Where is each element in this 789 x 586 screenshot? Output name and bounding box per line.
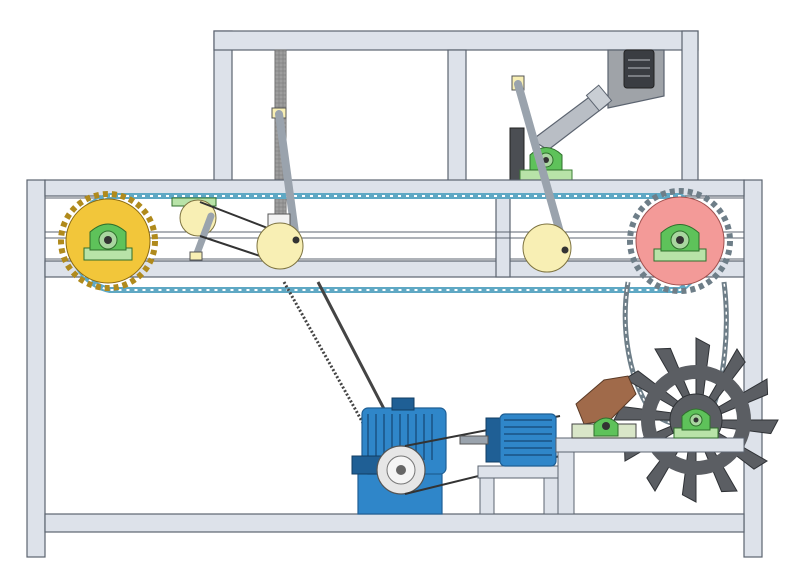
reducer-drive-chain (282, 281, 398, 433)
feed-bearing-left-hub (602, 422, 610, 430)
reducer-chain-right (316, 281, 398, 433)
right-sprocket-bearing (653, 224, 707, 262)
reducer-chain-left (282, 281, 370, 433)
frame-center-post (495, 195, 511, 278)
feed-hopper (530, 49, 665, 151)
cutter-rim (641, 365, 751, 475)
left-sprocket-teeth (58, 191, 158, 291)
frame-left-leg (26, 179, 46, 558)
motor-stand-leg-right (543, 477, 559, 515)
gantry-left-post (213, 30, 233, 182)
crank-disc-center (256, 107, 304, 270)
electric-motor (459, 413, 561, 515)
motor-stand-leg-left (479, 477, 495, 515)
motor-fins (504, 419, 552, 456)
reducer-top-cap (391, 397, 415, 411)
right-sprocket-teeth (627, 188, 733, 294)
crank-belt-upper (199, 201, 279, 233)
crank-right-disc (522, 223, 572, 273)
feed-pipe-flange (585, 84, 613, 112)
left-sprocket-bearing (83, 223, 133, 261)
cutter-table (555, 375, 745, 515)
gantry-top-beam (213, 30, 699, 51)
reducer-pulley-hub (396, 465, 406, 475)
gantry-right-post (681, 30, 699, 182)
crank-center-disc (256, 222, 304, 270)
motor-stand-top (477, 465, 561, 479)
speed-reducer (351, 397, 447, 515)
crank-disc-left (171, 197, 217, 261)
crank-right-pin (561, 246, 569, 254)
cutter-table-top (555, 437, 745, 453)
left-bearing-shaft (104, 236, 112, 244)
upper-gantry-frame (213, 30, 699, 182)
feed-bearing-right (673, 408, 719, 439)
frame-mid-rail (44, 260, 745, 278)
crank-left-link (192, 212, 215, 260)
gantry-middle-post (447, 49, 467, 182)
motor-shaft (459, 435, 489, 445)
main-frame (26, 179, 763, 558)
crank-right-rod (514, 80, 569, 254)
feed-bearing-right-shaft (693, 417, 699, 423)
feed-bearing-left (593, 417, 619, 437)
frame-right-leg (743, 179, 763, 558)
upper-bearing-shaft (543, 157, 549, 163)
crank-center-pin (292, 236, 300, 244)
crank-center-rod (275, 110, 300, 244)
crank-disc-right (511, 75, 572, 273)
frame-bottom-rail (44, 513, 745, 533)
right-bearing-shaft (676, 236, 684, 244)
right-drive-sprocket (627, 188, 733, 294)
cutter-table-leg (557, 451, 575, 515)
crank-left-foot (189, 251, 203, 261)
left-drive-sprocket (58, 191, 158, 291)
